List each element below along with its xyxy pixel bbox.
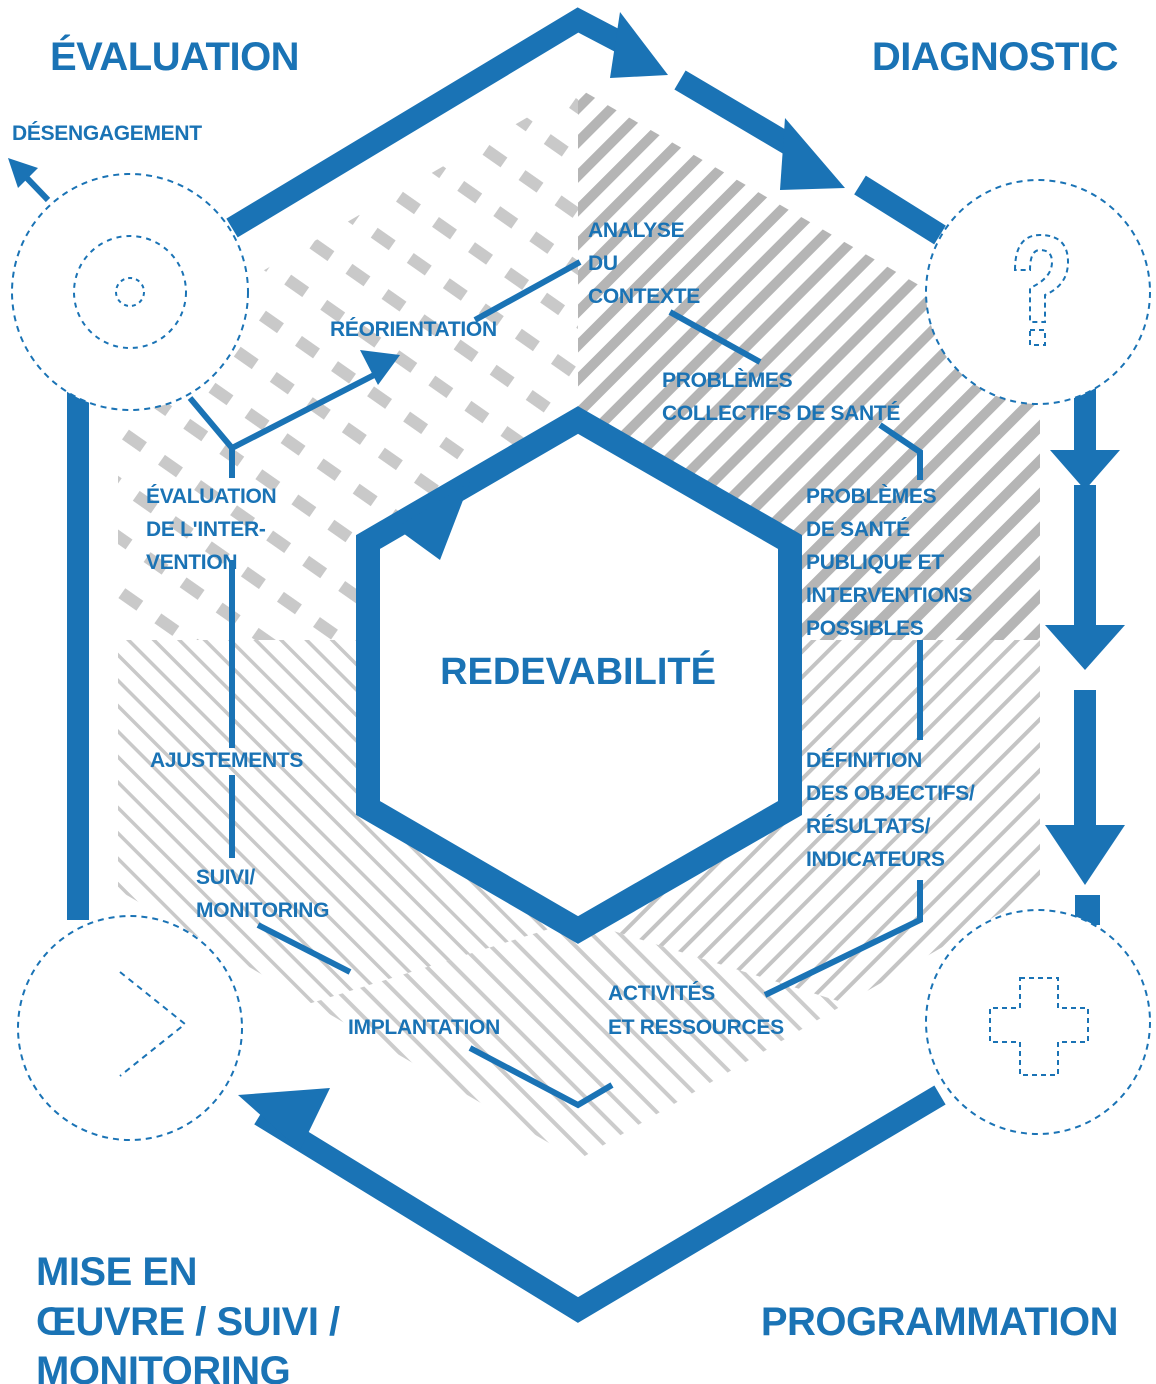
svg-text:PUBLIQUE ET: PUBLIQUE ET [806,551,944,574]
center-label: REDEVABILITÉ [440,649,716,693]
svg-text:ÉVALUATION: ÉVALUATION [146,485,276,508]
svg-text:DU: DU [588,252,618,275]
outer-arrowheads [238,12,1125,1150]
svg-text:POSSIBLES: POSSIBLES [806,617,924,640]
svg-text:INTERVENTIONS: INTERVENTIONS [806,584,972,607]
svg-text:DES OBJECTIFS/: DES OBJECTIFS/ [806,782,975,805]
svg-text:ANALYSE: ANALYSE [588,219,685,242]
step-problemes-sante-publique: PROBLÈMES DE SANTÉ PUBLIQUE ET INTERVENT… [806,485,973,640]
reorientation-arrowhead [360,350,400,385]
diagnostic-circle [925,179,1151,405]
phase-title-programmation: PROGRAMMATION [761,1300,1118,1344]
inner-process-path [187,259,923,1109]
step-activites-ressources: ACTIVITÉS ET RESSOURCES [608,982,784,1039]
phase-title-diagnostic: DIAGNOSTIC [872,35,1118,79]
phase-title-mise-en-oeuvre-3: MONITORING [36,1349,290,1384]
play-chevron-icon [119,971,187,1077]
svg-text:DE L'INTER-: DE L'INTER- [146,518,266,541]
step-implantation: IMPLANTATION [348,1016,500,1039]
svg-text:CONTEXTE: CONTEXTE [588,285,700,308]
svg-text:PROBLÈMES: PROBLÈMES [662,369,793,392]
svg-text:RÉSULTATS/: RÉSULTATS/ [806,815,931,838]
phase-title-evaluation: ÉVALUATION [50,34,299,79]
step-ajustements: AJUSTEMENTS [150,749,303,772]
svg-text:PROBLÈMES: PROBLÈMES [806,485,937,508]
plus-cross-icon [989,977,1089,1076]
phase-title-mise-en-oeuvre-2: ŒUVRE / SUIVI / [36,1300,340,1344]
programmation-circle [925,909,1151,1135]
step-problemes-collectifs: PROBLÈMES COLLECTIFS DE SANTÉ [662,369,901,425]
step-suivi-monitoring: SUIVI/ MONITORING [196,866,329,922]
step-evaluation-intervention: ÉVALUATION DE L'INTER- VENTION [146,485,277,574]
target-icon [73,235,187,349]
svg-text:ET RESSOURCES: ET RESSOURCES [608,1016,784,1039]
svg-text:ACTIVITÉS: ACTIVITÉS [608,982,715,1005]
svg-text:DE SANTÉ: DE SANTÉ [806,518,910,541]
svg-text:SUIVI/: SUIVI/ [196,866,255,889]
mise-en-oeuvre-circle [17,915,243,1141]
svg-text:MONITORING: MONITORING [196,899,329,922]
question-mark-icon [1013,233,1070,346]
outer-cycle-arrows [67,7,1096,1323]
disengagement-label: DÉSENGAGEMENT [12,122,202,145]
step-analyse: ANALYSE DU CONTEXTE [588,219,701,308]
svg-text:VENTION: VENTION [146,551,237,574]
phase-title-mise-en-oeuvre-1: MISE EN [36,1250,197,1294]
evaluation-circle [11,173,249,411]
svg-text:COLLECTIFS DE SANTÉ: COLLECTIFS DE SANTÉ [662,402,900,425]
svg-text:INDICATEURS: INDICATEURS [806,848,945,871]
step-definition-objectifs: DÉFINITION DES OBJECTIFS/ RÉSULTATS/ IND… [806,749,975,871]
center-hexagon [356,406,802,944]
disengagement-arrow [8,158,51,203]
step-reorientation: RÉORIENTATION [330,318,497,341]
svg-text:DÉFINITION: DÉFINITION [806,749,922,772]
